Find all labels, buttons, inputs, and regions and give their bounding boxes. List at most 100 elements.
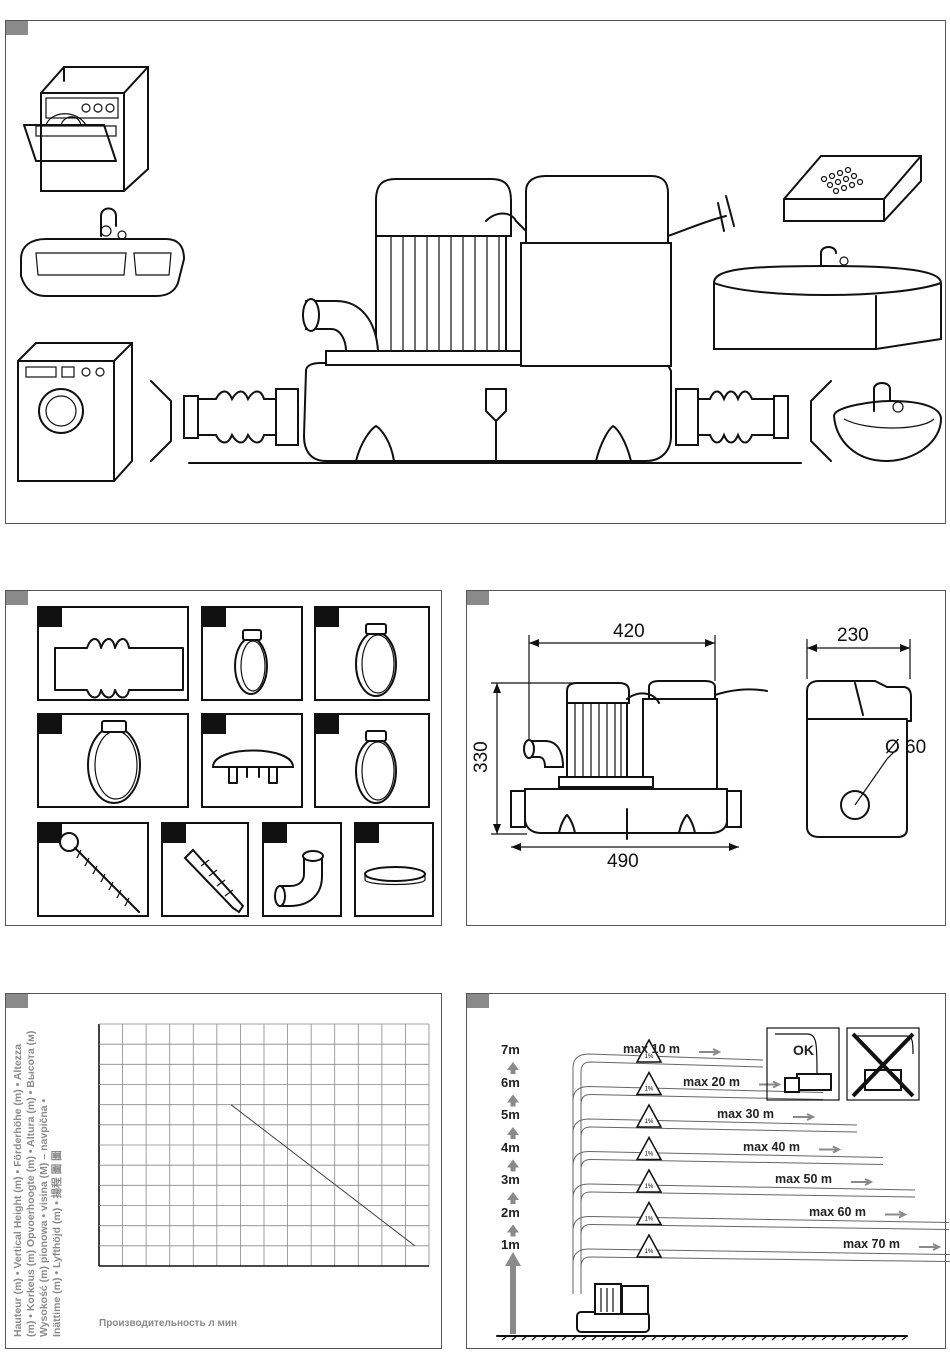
- slope-warning-icon: [635, 1070, 663, 1096]
- slope-sign-text: 1%: [645, 1184, 654, 1190]
- washbasin-icon: [20, 207, 186, 297]
- slope-warning-icon: [635, 1038, 663, 1063]
- panel-overview: [5, 20, 946, 524]
- elbow-icon: [274, 850, 324, 907]
- discharge-pipe: [572, 1183, 916, 1294]
- panel-tab: [467, 994, 489, 1008]
- hose-clamp-icon: [355, 623, 397, 697]
- height-label: 5m: [501, 1107, 520, 1122]
- slope-warning-icon: [635, 1200, 663, 1226]
- item-marker: [202, 607, 226, 627]
- slope-sign-text: 1%: [645, 1217, 654, 1223]
- direction-arrow-icon: [759, 1080, 782, 1089]
- max-length-label: max 50 m: [775, 1172, 832, 1186]
- item-marker: [315, 714, 339, 734]
- accessory-hose-clamp-medium-2: [314, 713, 430, 808]
- height-dimension-label: 330: [471, 741, 492, 773]
- accessory-cap: [201, 713, 303, 808]
- up-arrow-icon: [507, 1192, 519, 1204]
- direction-arrow-icon: [819, 1145, 842, 1154]
- gasket-icon: [364, 866, 426, 886]
- discharge-pipe: [572, 1118, 858, 1294]
- height-label: 4m: [501, 1139, 520, 1155]
- slope-sign-text: 1%: [645, 1087, 654, 1093]
- height-label: 1m: [501, 1237, 520, 1252]
- base-dimension-label: 490: [607, 851, 639, 872]
- ok-label: OK: [793, 1042, 814, 1058]
- max-length-label: max 70 m: [843, 1237, 900, 1251]
- slope-warning-icon: [635, 1168, 663, 1193]
- width-dimension-label: 420: [613, 621, 645, 642]
- height-label: 6m: [501, 1074, 520, 1090]
- performance-curve-line: [230, 1104, 416, 1247]
- y-axis-label-line: Wysokość (m) pionowa • visina (M) – navp…: [38, 1098, 50, 1337]
- hand-basin-icon: [832, 382, 943, 463]
- up-arrow-icon: [507, 1127, 519, 1139]
- panel-accessories: [5, 590, 442, 926]
- discharge-pipe: [572, 1248, 950, 1294]
- max-length-label: max 30 m: [717, 1107, 774, 1121]
- panel-performance-curve: Hauteur (m) • Vertical Height (m) • Förd…: [5, 993, 442, 1349]
- cap-icon: [211, 749, 295, 784]
- panel-tab: [6, 994, 28, 1008]
- accessory-gasket: [354, 822, 434, 917]
- discharge-pipe: [572, 1150, 884, 1294]
- discharge-pipes: 1%1%1%1%1%1%1%: [572, 1038, 950, 1294]
- x-axis-label: Производительность л мин: [99, 1318, 238, 1329]
- height-label: 2m: [501, 1204, 520, 1220]
- item-marker: [202, 714, 226, 734]
- item-marker: [355, 823, 379, 843]
- discharge-pipe: [572, 1085, 824, 1294]
- hose-clamp-icon: [355, 730, 397, 804]
- dimension-drawing: [491, 635, 912, 851]
- y-axis-label-line: Hauteur (m) • Vertical Height (m) • Förd…: [12, 1043, 24, 1337]
- hose-clamp-icon: [87, 720, 141, 804]
- item-marker: [38, 823, 62, 843]
- direction-arrow-icon: [699, 1048, 722, 1056]
- item-marker: [315, 607, 339, 627]
- shower-tray-icon: [783, 155, 922, 222]
- height-label: 7m: [501, 1042, 520, 1057]
- y-axis-label: Hauteur (m) • Vertical Height (m) • Förd…: [12, 1031, 64, 1337]
- pump-side-view: [806, 680, 912, 838]
- up-arrow-icon: [507, 1062, 519, 1074]
- performance-curve-chart: [98, 1023, 430, 1267]
- overview-illustration: [17, 66, 943, 482]
- slope-warning-icon: [635, 1233, 663, 1258]
- slope-sign-text: 1%: [645, 1119, 654, 1125]
- up-arrow-icon: [507, 1094, 519, 1107]
- screw-icon: [59, 832, 140, 913]
- height-bar-arrow: [505, 1252, 521, 1266]
- pump-front-view: [510, 680, 768, 840]
- bathtub-icon: [713, 246, 942, 350]
- slope-warning-icon: [635, 1135, 663, 1161]
- max-length-label: max 10 m: [623, 1042, 680, 1056]
- y-axis-label-line: Inättime (m) • Lyfthöjd (m) • 揚程 圖 圖: [51, 1150, 63, 1337]
- accessory-connector-sleeve: [37, 606, 189, 701]
- max-length-label: max 40 m: [743, 1139, 800, 1154]
- panel-tab: [467, 591, 489, 605]
- y-axis-label-line: (m) • Korkeus (m) Opvoerhoogte (m) • Alt…: [25, 1030, 37, 1337]
- discharge-pipe: [572, 1053, 764, 1294]
- diameter-dimension-label: Ø 60: [885, 737, 927, 758]
- wall-plug-icon: [183, 848, 245, 914]
- item-marker: [263, 823, 287, 843]
- accessory-hose-clamp-medium: [314, 606, 430, 701]
- dishwasher-icon: [23, 66, 149, 192]
- installation-diagram: 1%1%1%1%1%1%1%: [496, 1027, 950, 1341]
- slope-warning-icon: [635, 1103, 663, 1128]
- ok-example: [766, 1027, 840, 1101]
- panel-tab: [6, 21, 28, 35]
- discharge-pipe: [572, 1215, 950, 1294]
- accessory-elbow: [262, 822, 342, 917]
- up-arrow-icon: [507, 1159, 519, 1172]
- panel-tab: [6, 591, 28, 605]
- connector-sleeve-icon: [54, 638, 184, 699]
- slope-sign-text: 1%: [645, 1054, 654, 1060]
- direction-arrow-icon: [885, 1210, 908, 1219]
- max-length-label: max 20 m: [683, 1074, 740, 1089]
- wrong-example: [846, 1027, 920, 1101]
- washing-machine-icon: [17, 342, 133, 482]
- pump-unit-illustration: [150, 175, 832, 464]
